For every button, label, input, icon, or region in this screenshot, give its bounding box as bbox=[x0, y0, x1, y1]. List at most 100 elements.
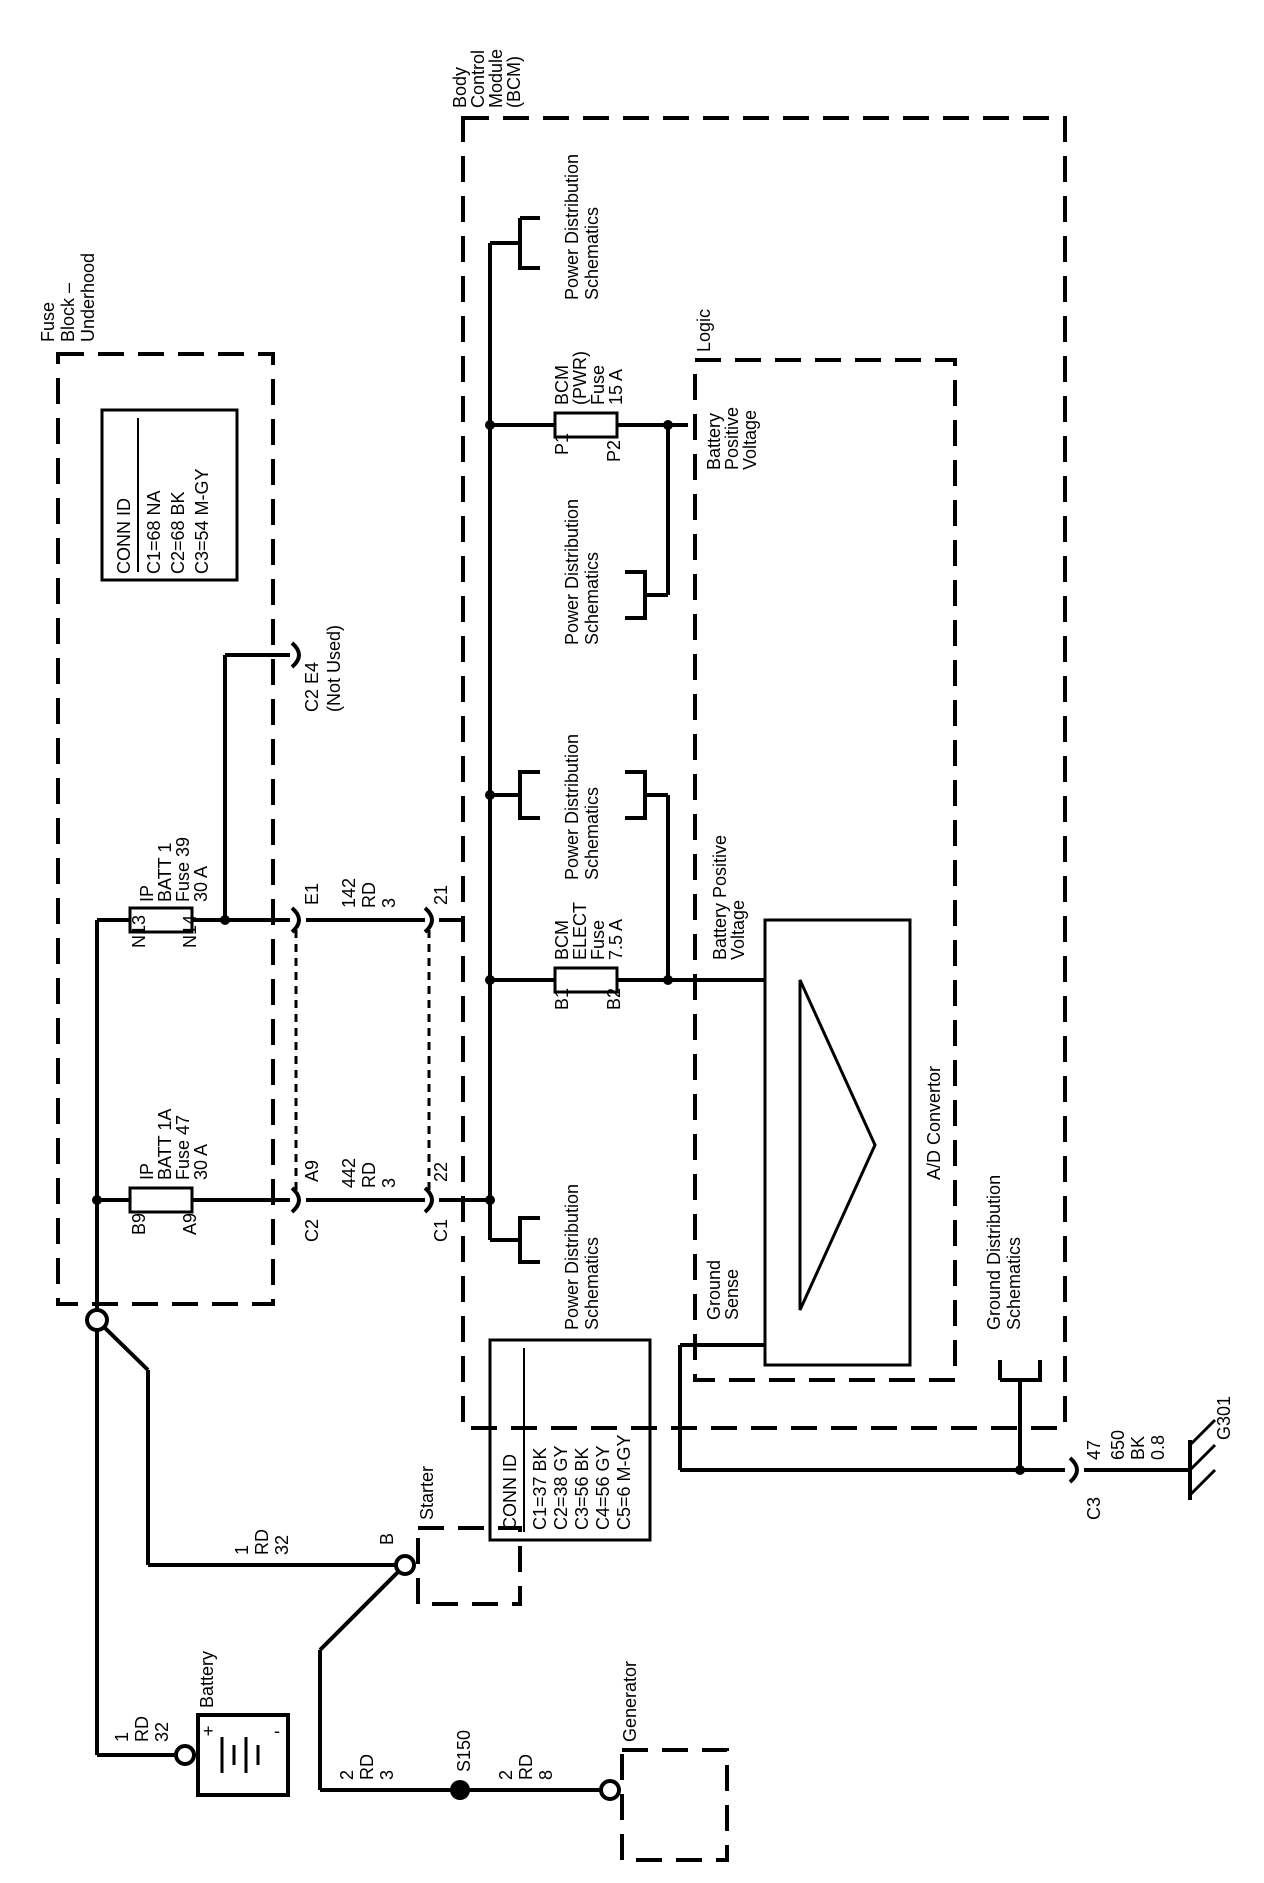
power-dist-stub-b2 bbox=[625, 770, 668, 820]
svg-text:E4: E4 bbox=[302, 662, 322, 684]
svg-text:Fuse 47: Fuse 47 bbox=[173, 1115, 193, 1180]
svg-text:3: 3 bbox=[377, 1770, 397, 1780]
svg-text:(PWR): (PWR) bbox=[570, 351, 590, 405]
svg-text:442: 442 bbox=[339, 1158, 359, 1188]
fuse-39-pin-in: N13 bbox=[129, 915, 149, 948]
svg-text:Body: Body bbox=[450, 67, 470, 108]
svg-text:Schematics: Schematics bbox=[582, 552, 602, 645]
bcm-conn-row: C5=6 M-GY bbox=[614, 1434, 634, 1530]
svg-text:Power Distribution: Power Distribution bbox=[562, 734, 582, 880]
svg-text:Positive: Positive bbox=[722, 407, 742, 470]
svg-text:7.5 A: 7.5 A bbox=[606, 919, 626, 960]
svg-text:Schematics: Schematics bbox=[582, 207, 602, 300]
svg-text:IP: IP bbox=[137, 1163, 157, 1180]
logic-label: Logic bbox=[694, 309, 714, 352]
svg-text:1: 1 bbox=[112, 1732, 132, 1742]
power-dist-stub-bottom bbox=[490, 1216, 540, 1264]
bcm-elect-fuse-pin-in: B1 bbox=[552, 988, 572, 1010]
fuse-block-conn-row: C1=68 NA bbox=[144, 490, 164, 574]
svg-text:2: 2 bbox=[337, 1770, 357, 1780]
battery-minus-sign-icon: - bbox=[274, 1721, 280, 1741]
svg-text:Battery Positive: Battery Positive bbox=[710, 835, 730, 960]
svg-text:(BCM): (BCM) bbox=[504, 56, 524, 108]
connector-e4-label: C2 E4 (Not Used) bbox=[302, 625, 344, 712]
svg-text:BATT 1A: BATT 1A bbox=[155, 1109, 175, 1180]
svg-text:BK: BK bbox=[1128, 1436, 1148, 1460]
svg-text:Schematics: Schematics bbox=[582, 787, 602, 880]
bcm-title: Body Control Module (BCM) bbox=[450, 49, 524, 108]
svg-text:Power Distribution: Power Distribution bbox=[562, 499, 582, 645]
svg-text:RD: RD bbox=[252, 1529, 272, 1555]
svg-text:Voltage: Voltage bbox=[728, 900, 748, 960]
bcm-pwr-fuse-pin-out: P2 bbox=[604, 440, 624, 462]
power-dist-label-mid: Power Distribution Schematics bbox=[562, 734, 602, 880]
bcm-conn-row: C1=37 BK bbox=[530, 1447, 550, 1530]
fuse-block-conn-row: C2=68 BK bbox=[168, 491, 188, 574]
svg-text:8: 8 bbox=[536, 1770, 556, 1780]
wire-650-label: 650 BK 0.8 bbox=[1108, 1430, 1168, 1460]
svg-text:Ground: Ground bbox=[704, 1260, 724, 1320]
svg-text:30 A: 30 A bbox=[191, 866, 211, 902]
bcm-pwr-fuse-label: BCM (PWR) Fuse 15 A bbox=[552, 351, 626, 405]
fuse-block-conn-row: C3=54 M-GY bbox=[192, 468, 212, 574]
fuse-block-title-line-2: Block – bbox=[58, 283, 78, 342]
svg-text:Fuse: Fuse bbox=[588, 365, 608, 405]
svg-text:(Not Used): (Not Used) bbox=[324, 625, 344, 712]
connector-bcm-c1-label: C1 bbox=[431, 1219, 451, 1242]
fuse-block-conn-id-header: CONN ID bbox=[114, 498, 134, 574]
svg-text:30 A: 30 A bbox=[191, 1144, 211, 1180]
connector-e1 bbox=[290, 906, 301, 934]
fuse-39-pin-out: N14 bbox=[180, 915, 200, 948]
fuse-block-title: Fuse Block – Underhood bbox=[38, 253, 98, 342]
svg-text:BCM: BCM bbox=[552, 365, 572, 405]
svg-text:2: 2 bbox=[496, 1770, 516, 1780]
fuse-39-label: IP BATT 1 Fuse 39 30 A bbox=[137, 837, 211, 902]
wire-s150-generator-label: 2 RD 8 bbox=[496, 1754, 556, 1780]
svg-text:ELECT: ELECT bbox=[570, 902, 590, 960]
logic-section-outline bbox=[693, 358, 957, 1382]
bcm-pwr-fuse-pin-in: P1 bbox=[552, 433, 572, 455]
connector-bcm-22-label: 22 bbox=[431, 1162, 451, 1182]
svg-text:Schematics: Schematics bbox=[1004, 1237, 1024, 1330]
power-dist-label-p2: Power Distribution Schematics bbox=[562, 499, 602, 645]
fuse-block-terminal bbox=[85, 1308, 109, 1332]
power-dist-label-top: Power Distribution Schematics bbox=[562, 154, 602, 300]
svg-text:15 A: 15 A bbox=[606, 369, 626, 405]
power-dist-stub-p2 bbox=[625, 570, 668, 620]
fuse-47-label: IP BATT 1A Fuse 47 30 A bbox=[137, 1109, 211, 1180]
svg-text:RD: RD bbox=[132, 1716, 152, 1742]
svg-text:Power Distribution: Power Distribution bbox=[562, 1184, 582, 1330]
svg-text:1: 1 bbox=[232, 1545, 252, 1555]
svg-text:RD: RD bbox=[357, 1754, 377, 1780]
fuse-block-title-line-1: Fuse bbox=[38, 302, 58, 342]
wire-battery-fuse-label: 1 RD 32 bbox=[112, 1716, 172, 1742]
fuse-block-title-line-3: Underhood bbox=[78, 253, 98, 342]
svg-text:RD: RD bbox=[516, 1754, 536, 1780]
svg-text:Fuse 39: Fuse 39 bbox=[173, 837, 193, 902]
connector-c3-label: C3 bbox=[1084, 1497, 1104, 1520]
svg-text:3: 3 bbox=[379, 1178, 399, 1188]
svg-text:Control: Control bbox=[468, 50, 488, 108]
svg-text:Fuse: Fuse bbox=[588, 920, 608, 960]
svg-text:RD: RD bbox=[359, 1162, 379, 1188]
bcm-elect-fuse bbox=[553, 966, 619, 994]
svg-text:Schematics: Schematics bbox=[582, 1237, 602, 1330]
svg-text:Sense: Sense bbox=[722, 1269, 742, 1320]
starter-terminal-b bbox=[394, 1554, 416, 1576]
fuse-block-conn-id-table: CONN ID C1=68 NA C2=68 BK C3=54 M-GY bbox=[100, 408, 239, 582]
generator-outline bbox=[620, 1748, 729, 1862]
generator-terminal bbox=[599, 1779, 621, 1801]
wire-442-label: 442 RD 3 bbox=[339, 1158, 399, 1188]
power-dist-stub-top bbox=[490, 216, 540, 270]
svg-text:IP: IP bbox=[137, 885, 157, 902]
svg-text:BCM: BCM bbox=[552, 920, 572, 960]
splice-s150 bbox=[450, 1780, 470, 1800]
connector-47-label: 47 bbox=[1084, 1440, 1104, 1460]
svg-text:32: 32 bbox=[272, 1535, 292, 1555]
svg-text:Power Distribution: Power Distribution bbox=[562, 154, 582, 300]
svg-text:3: 3 bbox=[379, 898, 399, 908]
generator-label: Generator bbox=[620, 1661, 640, 1742]
svg-text:Battery: Battery bbox=[704, 413, 724, 470]
battery-positive-voltage-label-b: Battery Positive Voltage bbox=[710, 835, 748, 960]
svg-text:Ground Distribution: Ground Distribution bbox=[984, 1175, 1004, 1330]
